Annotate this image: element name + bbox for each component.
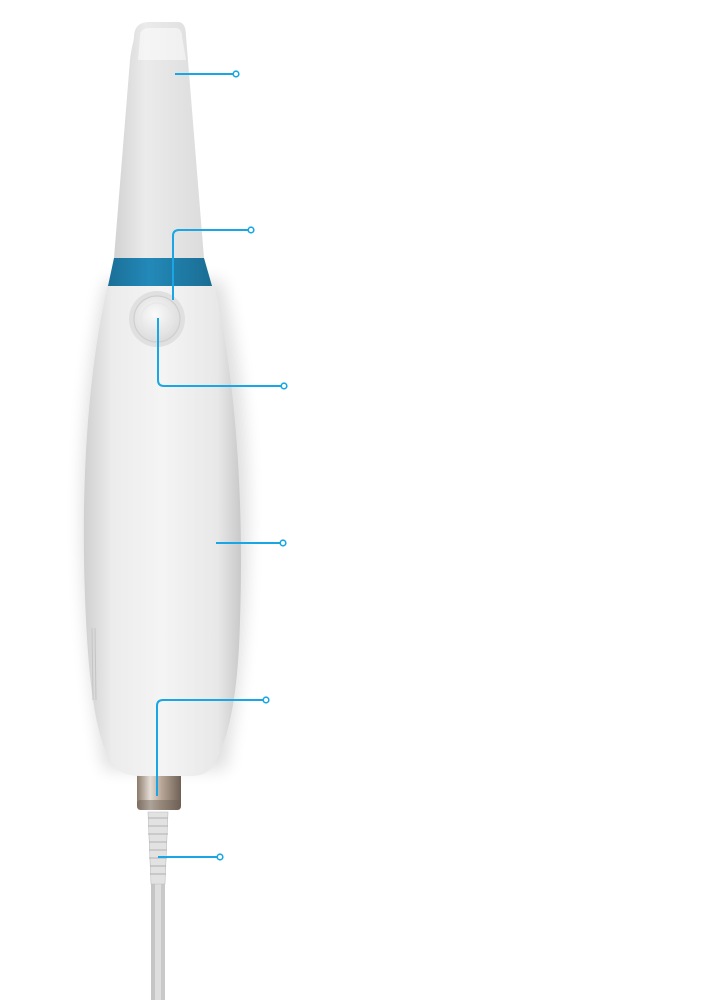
callout-dot-cable-strain-relief — [216, 853, 224, 861]
cable-strain-relief — [147, 811, 169, 885]
callout-scan-button — [157, 318, 281, 387]
handle-body — [83, 284, 241, 776]
callout-dot-handle-body — [279, 539, 287, 547]
callout-dot-scanner-tip — [232, 70, 240, 78]
callouts — [156, 73, 281, 858]
callout-end-dots — [216, 70, 288, 861]
scanner-tip — [114, 22, 204, 258]
accent-ring — [108, 258, 212, 286]
side-grip-ridges — [91, 627, 97, 701]
cable — [151, 880, 165, 1000]
callout-cable-connector — [156, 699, 263, 796]
cable-connector — [137, 772, 181, 810]
callout-dot-cable-connector — [262, 696, 270, 704]
scanner-tip-highlight — [138, 28, 186, 60]
callout-dot-scan-button — [280, 382, 288, 390]
callout-dot-accent-ring — [247, 226, 255, 234]
callout-accent-ring — [172, 229, 248, 300]
